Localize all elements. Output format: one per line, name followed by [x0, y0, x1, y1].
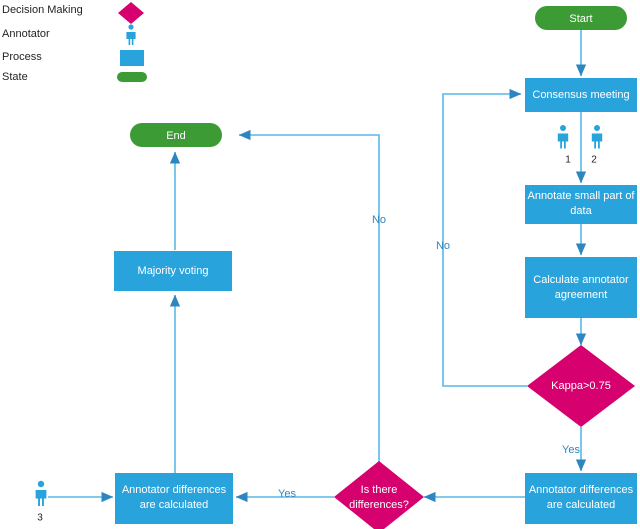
node-consensus-meeting[interactable]: Consensus meeting	[525, 78, 637, 112]
legend-pill-icon	[117, 72, 147, 82]
legend-label-process: Process	[2, 51, 42, 63]
annotator-2-icon	[591, 125, 603, 149]
node-annotator-diff-right-label-line2: are calculated	[547, 499, 616, 511]
annotator-3-icon	[35, 480, 47, 506]
node-consensus-meeting-label: Consensus meeting	[532, 89, 629, 101]
node-calculate-agreement[interactable]: Calculate annotator agreement	[525, 257, 637, 318]
node-annotator-diff-left[interactable]: Annotator differences are calculated	[115, 473, 233, 524]
node-annotate-small-part-label-line1: Annotate small part of	[527, 190, 635, 202]
node-is-there-differences-label-line2: differences?	[349, 499, 409, 511]
node-end-label: End	[166, 130, 186, 142]
node-start-label: Start	[569, 13, 592, 25]
legend-label-state: State	[2, 71, 28, 83]
edge-kappa-no-to-consensus	[442, 88, 527, 387]
node-end[interactable]: End	[130, 123, 222, 147]
node-annotate-small-part-label-line2: data	[570, 205, 592, 217]
node-calculate-agreement-label-line2: agreement	[555, 289, 608, 301]
annotator-2-number: 2	[591, 155, 597, 166]
legend-label-decision-making: Decision Making	[2, 4, 83, 16]
edge-label-kappa-yes: Yes	[562, 444, 580, 456]
node-annotator-diff-left-label-line2: are calculated	[140, 499, 209, 511]
edge-decision-no-to-end	[238, 129, 380, 470]
edge-label-differences-yes: Yes	[278, 488, 296, 500]
annotator-1-number: 1	[565, 155, 571, 166]
node-calculate-agreement-label-line1: Calculate annotator	[533, 274, 629, 286]
legend-label-annotator: Annotator	[2, 28, 50, 40]
node-start[interactable]: Start	[535, 6, 627, 30]
legend-diamond-icon	[118, 2, 144, 24]
node-annotate-small-part[interactable]: Annotate small part of data	[525, 185, 637, 224]
node-annotator-diff-right-label-line1: Annotator differences	[529, 484, 634, 496]
node-annotator-diff-right[interactable]: Annotator differences are calculated	[525, 473, 637, 524]
legend-rectangle-icon	[120, 50, 144, 66]
edge-label-kappa-no: No	[436, 240, 450, 252]
node-annotator-diff-left-label-line1: Annotator differences	[122, 484, 227, 496]
annotator-3-number: 3	[37, 513, 43, 524]
edge-label-differences-no: No	[372, 214, 386, 226]
node-is-there-differences-label-line1: Is there	[361, 484, 398, 496]
annotator-1-icon	[557, 125, 569, 149]
node-kappa-decision-label: Kappa>0.75	[551, 380, 611, 392]
node-majority-voting[interactable]: Majority voting	[114, 251, 232, 291]
node-is-there-differences[interactable]: Is there differences?	[334, 461, 424, 529]
node-majority-voting-label: Majority voting	[138, 265, 209, 277]
node-kappa-decision[interactable]: Kappa>0.75	[527, 345, 635, 427]
legend-person-icon	[126, 24, 136, 45]
